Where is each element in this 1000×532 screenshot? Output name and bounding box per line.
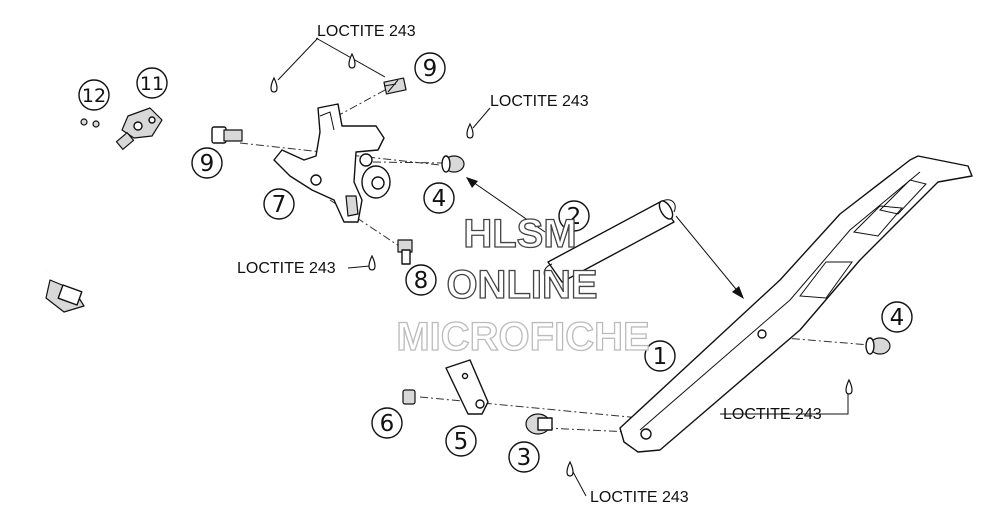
svg-text:11: 11 xyxy=(140,73,164,95)
sidestand-bracket xyxy=(273,103,391,223)
part-label-8: 8 xyxy=(405,264,437,296)
direction-arrows xyxy=(466,177,744,299)
loctite-callout-left: LOCTITE 243 xyxy=(237,260,336,277)
svg-text:9: 9 xyxy=(423,56,438,82)
part-label-11: 11 xyxy=(136,67,168,99)
part-label-4-lower: 4 xyxy=(881,301,913,333)
leader-lines xyxy=(277,37,849,497)
watermark-line-2: ONLINE xyxy=(446,263,597,307)
svg-text:7: 7 xyxy=(272,192,287,218)
part-label-3: 3 xyxy=(508,441,540,473)
watermark: HLSM ONLINE MICROFICHE xyxy=(396,211,651,359)
loctite-drop xyxy=(466,122,474,139)
part-label-4-upper: 4 xyxy=(423,182,455,214)
part-label-1: 1 xyxy=(644,340,676,372)
loctite-callout-mid: LOCTITE 243 xyxy=(490,93,589,110)
svg-text:2: 2 xyxy=(567,204,582,230)
svg-text:5: 5 xyxy=(454,429,469,455)
watermark-line-3: MICROFICHE xyxy=(396,315,649,359)
bolt-8 xyxy=(397,239,413,265)
bushing-upper xyxy=(441,155,465,173)
spring xyxy=(543,199,676,283)
part-label-7: 7 xyxy=(263,188,295,220)
svg-text:12: 12 xyxy=(82,85,106,107)
loctite-drops xyxy=(270,52,853,477)
svg-text:4: 4 xyxy=(432,186,447,212)
loctite-drop xyxy=(348,52,356,69)
part-label-12: 12 xyxy=(78,79,110,111)
svg-text:9: 9 xyxy=(200,151,215,177)
sidestand-switch-harness xyxy=(37,107,163,313)
loctite-callout-right: LOCTITE 243 xyxy=(723,406,822,423)
svg-text:4: 4 xyxy=(890,305,905,331)
part-label-9-upper: 9 xyxy=(414,52,446,84)
loctite-drop xyxy=(368,254,376,271)
loctite-drop xyxy=(566,460,574,477)
loctite-callout-top: LOCTITE 243 xyxy=(317,23,416,40)
svg-text:1: 1 xyxy=(653,344,668,370)
screw-6 xyxy=(402,389,416,405)
bushing-lower xyxy=(865,337,891,355)
screw-upper xyxy=(383,77,407,95)
part-label-9-left: 9 xyxy=(191,147,223,179)
loctite-drop xyxy=(270,76,278,93)
svg-text:6: 6 xyxy=(380,411,395,437)
svg-text:3: 3 xyxy=(517,445,532,471)
side-stand xyxy=(619,155,973,453)
loctite-drop xyxy=(845,378,853,395)
part-label-2: 2 xyxy=(558,200,590,232)
svg-text:8: 8 xyxy=(414,268,429,294)
part-label-6: 6 xyxy=(371,407,403,439)
part-numbers: 1 2 3 4 4 5 6 7 8 9 9 11 12 xyxy=(78,52,913,473)
part-label-5: 5 xyxy=(445,425,477,457)
screw-left xyxy=(211,126,243,144)
loctite-callouts: LOCTITE 243 LOCTITE 243 LOCTITE 243 LOCT… xyxy=(237,23,822,506)
loctite-callout-bottom: LOCTITE 243 xyxy=(590,489,689,506)
bushing-3 xyxy=(525,413,553,435)
bracket-5 xyxy=(445,359,489,415)
watermark-line-1: HLSM xyxy=(463,212,576,256)
